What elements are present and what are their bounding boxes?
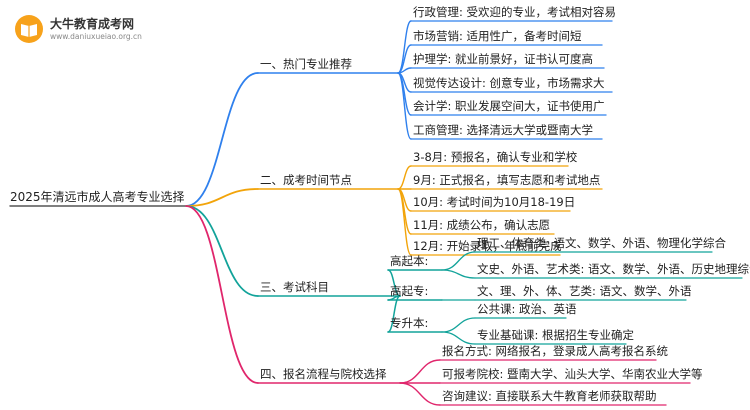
leaf-node: 10月: 考试时间为10月18-19日 xyxy=(413,195,576,209)
logo-url: www.daniuxueiao.org.cn xyxy=(50,31,142,41)
book-logo-icon xyxy=(15,15,43,43)
leaf-node: 视觉传达设计: 创意专业，市场需求大 xyxy=(413,76,605,90)
leaf-node: 11月: 成绩公布，确认志愿 xyxy=(413,218,551,232)
leaf-node: 12月: 开始录取，年底前完成 xyxy=(413,239,562,253)
sub-leaf-connector-1-2 xyxy=(441,269,476,279)
site-logo: 大牛教育成考网 www.daniuxueiao.org.cn xyxy=(14,14,142,44)
leaf-node: 理工、体育类: 语文、数学、外语、物理化学综合 xyxy=(477,236,727,250)
leaf-node: 报名方式: 网络报名，登录成人高考报名系统 xyxy=(442,344,669,358)
sub-leaf-connector-1-1 xyxy=(441,251,476,271)
branch-connector-2 xyxy=(185,188,259,207)
sub-connector-1 xyxy=(387,269,401,297)
leaf-connector-1-6 xyxy=(397,72,412,140)
sub-connector-3 xyxy=(387,295,401,333)
leaf-node: 文、理、外、体、艺类: 语文、数学、外语 xyxy=(477,284,692,298)
branch-connector-1 xyxy=(185,72,259,207)
sub-leaf-connector-3-2 xyxy=(441,331,476,345)
leaf-node: 咨询建议: 直接联系大牛教育老师获取帮助 xyxy=(442,389,657,403)
leaf-node: 工商管理: 选择清远大学或暨南大学 xyxy=(413,123,594,137)
leaf-node: 专业基础课: 根据招生专业确定 xyxy=(477,328,635,342)
leaf-node: 护理学: 就业前景好，证书认可度高 xyxy=(413,52,594,66)
leaf-node: 3-8月: 预报名，确认专业和学校 xyxy=(413,150,578,164)
leaf-node: 文史、外语、艺术类: 语文、数学、外语、历史地理综合 xyxy=(477,262,750,276)
root-node: 2025年清远市成人高考专业选择 xyxy=(10,190,185,204)
leaf-connector-2-5 xyxy=(397,188,412,256)
leaf-node: 公共课: 政治、英语 xyxy=(477,302,577,316)
leaf-node: 会计学: 职业发展空间大，证书使用广 xyxy=(413,99,605,113)
branch-4: 四、报名流程与院校选择 xyxy=(260,367,387,381)
logo-title: 大牛教育成考网 xyxy=(50,16,135,31)
leaf-node: 市场营销: 适用性广，备考时间短 xyxy=(413,29,582,43)
sub-node: 高起专: xyxy=(390,284,429,298)
branch-connector-3 xyxy=(185,205,259,297)
leaf-node: 9月: 正式报名，填写志愿和考试地点 xyxy=(413,173,601,187)
leaf-node: 可报考院校: 暨南大学、汕头大学、华南农业大学等 xyxy=(442,367,703,381)
branch-2: 二、成考时间节点 xyxy=(260,173,352,187)
branch-3: 三、考试科目 xyxy=(260,280,329,294)
sub-node: 高起本: xyxy=(390,254,429,268)
branch-1: 一、热门专业推荐 xyxy=(260,57,352,71)
sub-node: 专升本: xyxy=(390,316,429,330)
leaf-node: 行政管理: 受欢迎的专业，考试相对容易 xyxy=(413,5,617,19)
leaf-connector-4-3 xyxy=(399,382,441,406)
branch-connector-4 xyxy=(185,205,259,384)
